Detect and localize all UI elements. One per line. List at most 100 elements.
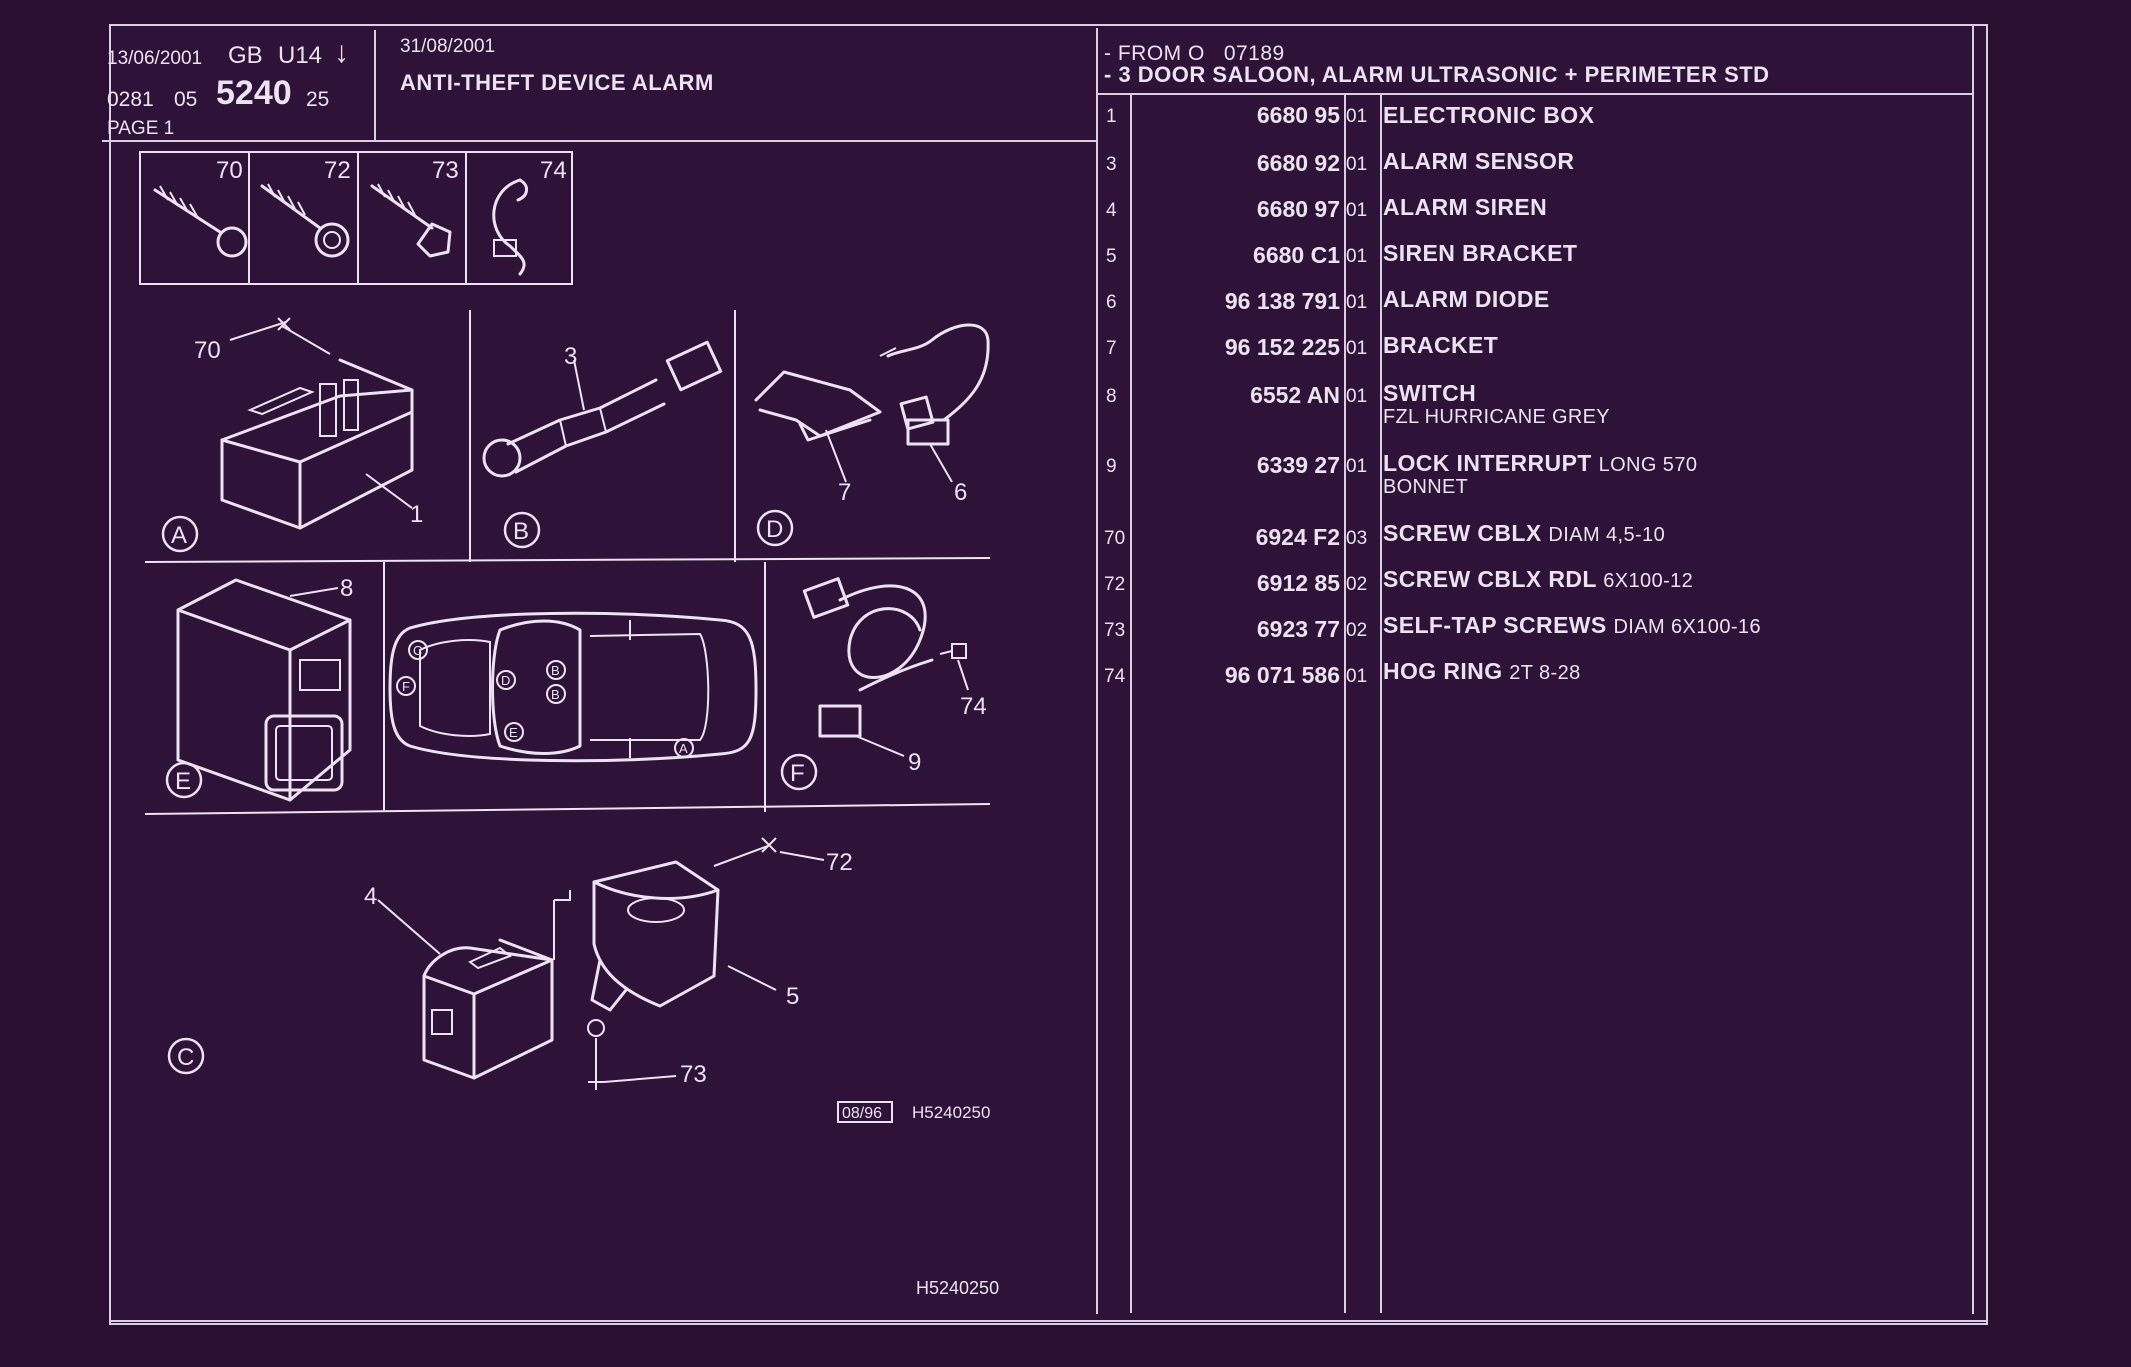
callout-8: 8 bbox=[340, 575, 353, 602]
car-marker-c: C bbox=[413, 643, 422, 658]
row-quantity: 01 bbox=[1346, 246, 1368, 267]
row-description: ALARM SENSOR bbox=[1383, 148, 1575, 174]
parts-col-qty bbox=[1380, 93, 1382, 1313]
panel-a-electronic-box: 70 1 A bbox=[161, 317, 423, 553]
row-index: 72 bbox=[1104, 574, 1126, 595]
car-marker-e: E bbox=[509, 725, 518, 740]
car-marker-a: A bbox=[679, 741, 688, 756]
panel-letter-e: E bbox=[175, 768, 191, 795]
header-top-right bbox=[1096, 24, 1974, 26]
panel-f-lock-interrupt: 74 9 F bbox=[780, 577, 987, 791]
header-date2: 31/08/2001 bbox=[400, 36, 496, 57]
row-subtext: BONNET bbox=[1383, 476, 1469, 498]
panel-letter-f: F bbox=[790, 760, 805, 787]
row-part-ref: 96 138 791 bbox=[1224, 288, 1340, 314]
center-divider bbox=[1096, 28, 1098, 1314]
row-part-ref: 6680 92 bbox=[1256, 150, 1340, 176]
row-quantity: 01 bbox=[1346, 386, 1368, 407]
car-marker-d: D bbox=[501, 673, 510, 688]
callout-74: 74 bbox=[960, 693, 987, 720]
row-index: 8 bbox=[1106, 386, 1117, 407]
car-marker-f: F bbox=[402, 679, 410, 694]
row-description: SWITCH bbox=[1383, 380, 1477, 406]
callout-3: 3 bbox=[564, 343, 577, 370]
panel-letter-d: D bbox=[766, 516, 783, 543]
panel-c-siren-bracket: 4 72 5 73 C bbox=[167, 837, 853, 1090]
row-quantity: 01 bbox=[1346, 154, 1368, 175]
panel-b-alarm-sensor: 3 B bbox=[482, 340, 723, 549]
fastener-strip: 70 72 73 74 bbox=[139, 151, 573, 285]
row-description: SELF-TAP SCREWS DIAM 6X100-16 bbox=[1383, 612, 1761, 638]
row-description: HOG RING 2T 8-28 bbox=[1383, 658, 1581, 684]
header-divider bbox=[374, 30, 376, 140]
callout-72: 72 bbox=[826, 849, 853, 876]
row-part-ref: 6680 C1 bbox=[1253, 242, 1340, 268]
row-part-ref: 6339 27 bbox=[1256, 452, 1340, 478]
fastener-label-70: 70 bbox=[216, 157, 243, 184]
row-quantity: 01 bbox=[1346, 106, 1368, 127]
row-quantity: 01 bbox=[1346, 292, 1368, 313]
exploded-diagram: 70 72 73 74 70 1 A 3 B bbox=[139, 151, 999, 1298]
row-quantity: 01 bbox=[1346, 666, 1368, 687]
row-description: SIREN BRACKET bbox=[1383, 240, 1578, 266]
car-top-view: C F D B B E A bbox=[388, 611, 758, 763]
row-index: 73 bbox=[1104, 620, 1126, 641]
row-part-ref: 6552 AN bbox=[1250, 382, 1340, 408]
callout-4: 4 bbox=[364, 883, 377, 910]
parts-col-ref bbox=[1344, 93, 1346, 1313]
header-ref-prefix: 0281 bbox=[107, 88, 154, 111]
row-index: 74 bbox=[1104, 666, 1126, 687]
row-index: 7 bbox=[1106, 338, 1117, 359]
callout-5: 5 bbox=[786, 983, 799, 1010]
footer-reference: H5240250 bbox=[916, 1278, 999, 1298]
row-description: LOCK INTERRUPT LONG 570 bbox=[1383, 450, 1698, 476]
row-description: SCREW CBLX DIAM 4,5-10 bbox=[1383, 520, 1666, 546]
row-index: 9 bbox=[1106, 456, 1117, 477]
drawing-reference: H5240250 bbox=[912, 1103, 990, 1122]
callout-7: 7 bbox=[838, 479, 851, 506]
header-ref-suffix: 25 bbox=[306, 88, 330, 111]
row-quantity: 02 bbox=[1346, 574, 1368, 595]
callout-6: 6 bbox=[954, 479, 967, 506]
row-description: ALARM DIODE bbox=[1383, 286, 1550, 312]
callout-73: 73 bbox=[680, 1061, 707, 1088]
screw-70-icon bbox=[153, 185, 248, 258]
bottom-border bbox=[109, 1320, 1986, 1322]
header-ref-main: 5240 bbox=[216, 74, 292, 112]
header-bottom-right bbox=[1096, 93, 1974, 95]
header-code: U14 bbox=[278, 42, 323, 69]
row-description: ALARM SIREN bbox=[1383, 194, 1548, 220]
row-part-ref: 96 152 225 bbox=[1224, 334, 1340, 360]
parts-sheet bbox=[109, 24, 1988, 1325]
panel-letter-a: A bbox=[171, 522, 187, 549]
row-part-ref: 6923 77 bbox=[1256, 616, 1340, 642]
scope-line-2: - 3 DOOR SALOON, ALARM ULTRASONIC + PERI… bbox=[1104, 62, 1770, 87]
panel-letter-b: B bbox=[513, 518, 529, 545]
header-region: GB bbox=[228, 42, 263, 69]
header-bottom-left bbox=[102, 140, 1096, 142]
row-index: 4 bbox=[1106, 200, 1117, 221]
screw-72-icon bbox=[260, 183, 350, 258]
screw-73-icon bbox=[370, 183, 452, 258]
row-part-ref: 6680 95 bbox=[1256, 102, 1340, 128]
callout-70: 70 bbox=[194, 337, 221, 364]
header-page: PAGE 1 bbox=[107, 118, 175, 139]
car-marker-b2: B bbox=[551, 687, 560, 702]
scope-line-1: - FROM O 07189 bbox=[1104, 42, 1285, 65]
row-quantity: 02 bbox=[1346, 620, 1368, 641]
row-quantity: 01 bbox=[1346, 456, 1368, 477]
row-quantity: 01 bbox=[1346, 200, 1368, 221]
row-part-ref: 6680 97 bbox=[1256, 196, 1340, 222]
left-border bbox=[109, 30, 111, 1322]
callout-1: 1 bbox=[410, 501, 423, 528]
fastener-label-72: 72 bbox=[324, 157, 351, 184]
row-index: 5 bbox=[1106, 246, 1117, 267]
panel-e-switch: 8 E bbox=[165, 575, 353, 802]
row-description: SCREW CBLX RDL 6X100-12 bbox=[1383, 566, 1694, 592]
row-subtext: FZL HURRICANE GREY bbox=[1383, 406, 1610, 428]
row-index: 6 bbox=[1106, 292, 1117, 313]
header-date: 13/06/2001 bbox=[107, 48, 203, 69]
hog-ring-74-icon bbox=[492, 178, 528, 276]
fastener-label-73: 73 bbox=[432, 157, 459, 184]
parts-col-idx bbox=[1130, 93, 1132, 1313]
